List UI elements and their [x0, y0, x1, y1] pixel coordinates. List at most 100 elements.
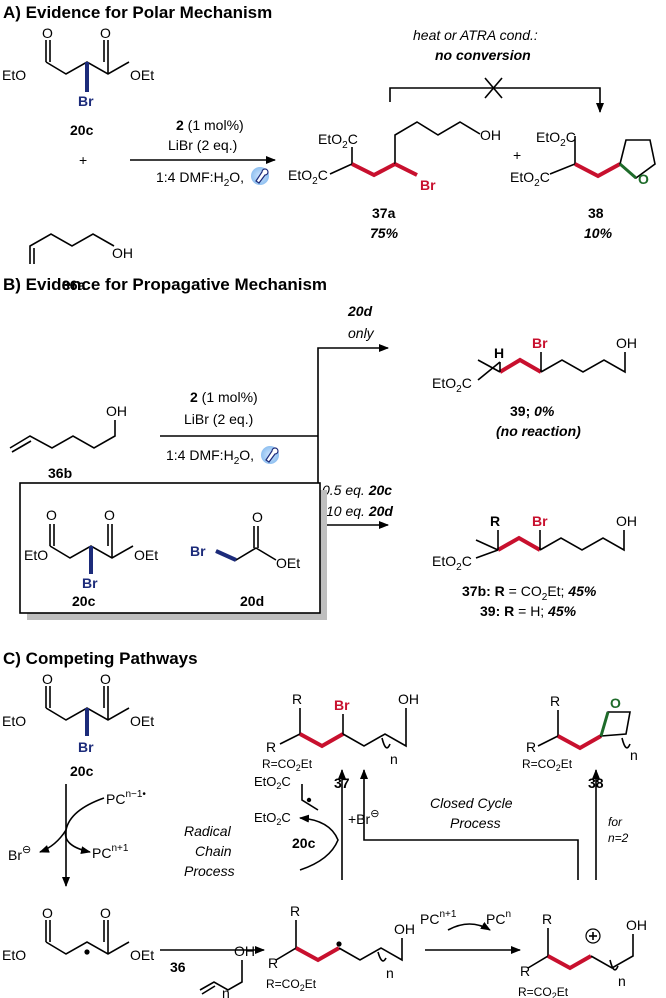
light-bulb-icon — [251, 167, 269, 185]
r-definition: R=CO2Et — [518, 985, 569, 998]
atom-OH: OH — [234, 943, 255, 959]
cation-intermediate: R R OH n R=CO2Et — [518, 911, 647, 998]
closed-cycle-label-2: Process — [450, 815, 501, 831]
pc-n-plus: PCn+1 — [92, 843, 129, 861]
molecule-20c-c: O O EtO OEt Br 20c — [2, 671, 154, 779]
atom-R: R — [268, 955, 278, 971]
for-n2-label-1: for — [608, 815, 623, 829]
plus-sign: + — [79, 152, 87, 168]
section-a-title: A) Evidence for Polar Mechanism — [3, 3, 272, 22]
atom-EtO: EtO — [2, 947, 26, 963]
alkene-36-small: OH n — [199, 943, 255, 998]
atom-OH: OH — [398, 691, 419, 707]
atom-OEt: OEt — [130, 67, 154, 83]
atom-EtO2C: EtO2C — [510, 169, 550, 189]
radical-chain-label-1: Radical — [184, 823, 232, 839]
pc-n-plus-c: PCn+1 — [420, 909, 457, 927]
compound-label-37a: 37a — [372, 205, 396, 221]
atom-Br: Br — [82, 575, 98, 591]
solvent: 1:4 DMF:H2O, — [156, 169, 244, 189]
subscript-n: n — [390, 751, 398, 767]
atom-Br: Br — [420, 177, 436, 193]
atom-Br: Br — [78, 739, 94, 755]
subscript-n: n — [630, 747, 638, 763]
atom-O: O — [42, 905, 53, 921]
solvent-b: 1:4 DMF:H2O, — [166, 447, 254, 467]
atom-R: R — [542, 911, 552, 927]
compound-label-20c: 20c — [72, 593, 96, 609]
bracket-arrow-no-conversion — [389, 87, 604, 113]
arrow-top-label-only: only — [348, 325, 375, 341]
reagent-catalyst: 2 (1 mol%) — [176, 117, 244, 133]
atom-R: R — [292, 691, 302, 707]
arrow-top-label-20d: 20d — [347, 303, 373, 319]
product-38: R R O n R=CO2Et 38 — [522, 693, 638, 791]
compound-label-20d: 20d — [240, 593, 264, 609]
result-37b: 37b: R = CO2Et; 45% — [462, 583, 597, 603]
yield-37a: 75% — [370, 225, 399, 241]
result-39: 39: R = H; 45% — [480, 603, 577, 619]
atom-R: R — [266, 739, 276, 755]
atom-transfer-curve — [299, 814, 339, 871]
atom-EtO2C: EtO2C — [318, 131, 358, 151]
atom-R: R — [550, 693, 560, 709]
compound-label-38: 38 — [588, 775, 604, 791]
atom-Br: Br — [532, 513, 548, 529]
atom-O: O — [252, 509, 263, 525]
arrow-bottom-label-2: 10 eq. 20d — [326, 503, 393, 519]
atom-O: O — [104, 507, 115, 523]
molecule-20c-b: O O EtO OEt Br 20c — [24, 507, 158, 609]
section-c-title: C) Competing Pathways — [3, 649, 198, 668]
atom-R: R — [520, 963, 530, 979]
atom-O: O — [100, 671, 111, 687]
reagent-libr-b: LiBr (2 eq.) — [184, 411, 253, 427]
atom-O: O — [100, 25, 111, 41]
molecule-20d: Br O OEt 20d — [190, 509, 300, 609]
atom-OH: OH — [112, 245, 133, 261]
atom-EtO: EtO — [2, 67, 26, 83]
compound-label-37: 37 — [334, 775, 350, 791]
plus-br: +Br⊖ — [348, 808, 379, 827]
cond-top-line1: heat or ATRA cond.: — [413, 27, 538, 43]
closed-cycle-arrow — [360, 769, 579, 880]
atom-EtO2C: EtO2C — [536, 129, 576, 149]
r-definition: R=CO2Et — [266, 977, 317, 993]
pc-curve-arrow — [64, 797, 105, 855]
pc-oxidation-curve — [447, 921, 491, 931]
molecule-20c-a: O O EtO OEt Br 20c — [2, 25, 154, 138]
r-definition: R=CO2Et — [522, 757, 573, 773]
atom-OH: OH — [106, 403, 127, 419]
subscript-n: n — [222, 985, 230, 998]
atom-OH: OH — [616, 513, 637, 529]
for-n2-label-2: n=2 — [608, 831, 629, 845]
subscript-n: n — [618, 973, 626, 989]
molecule-38: EtO2C EtO2C O 38 10% — [510, 129, 656, 241]
br-minus: Br⊖ — [8, 844, 31, 863]
product-39-note: (no reaction) — [496, 423, 581, 439]
atom-O: O — [46, 507, 57, 523]
atom-O: O — [42, 671, 53, 687]
compound-label-36: 36 — [170, 959, 186, 975]
closed-cycle-label-1: Closed Cycle — [430, 795, 513, 811]
branch-arrow-top — [317, 344, 389, 436]
atom-O: O — [100, 905, 111, 921]
reagent-libr: LiBr (2 eq.) — [168, 137, 237, 153]
product-39-label: 39; 0% — [510, 403, 555, 419]
compound-label-36b: 36b — [48, 465, 72, 481]
atom-H: H — [494, 345, 504, 361]
atom-EtO2C: EtO2C — [432, 553, 472, 573]
r-definition: R=CO2Et — [262, 757, 313, 773]
atom-OH: OH — [480, 127, 501, 143]
radical-intermediate: R R OH n R=CO2Et — [266, 903, 415, 993]
light-bulb-icon — [261, 446, 279, 464]
atom-EtO2C: EtO2C — [254, 810, 291, 827]
br-curve-arrow — [39, 829, 67, 853]
arrow-bottom-label-1: 0.5 eq. 20c — [322, 482, 392, 498]
atom-Br: Br — [532, 335, 548, 351]
cond-top-line2: no conversion — [435, 47, 531, 63]
compound-label-38: 38 — [588, 205, 604, 221]
atom-OEt: OEt — [130, 713, 154, 729]
molecule-39-top: H Br OH EtO2C 39; 0% (no reaction) — [432, 335, 637, 439]
atom-EtO: EtO — [24, 547, 48, 563]
